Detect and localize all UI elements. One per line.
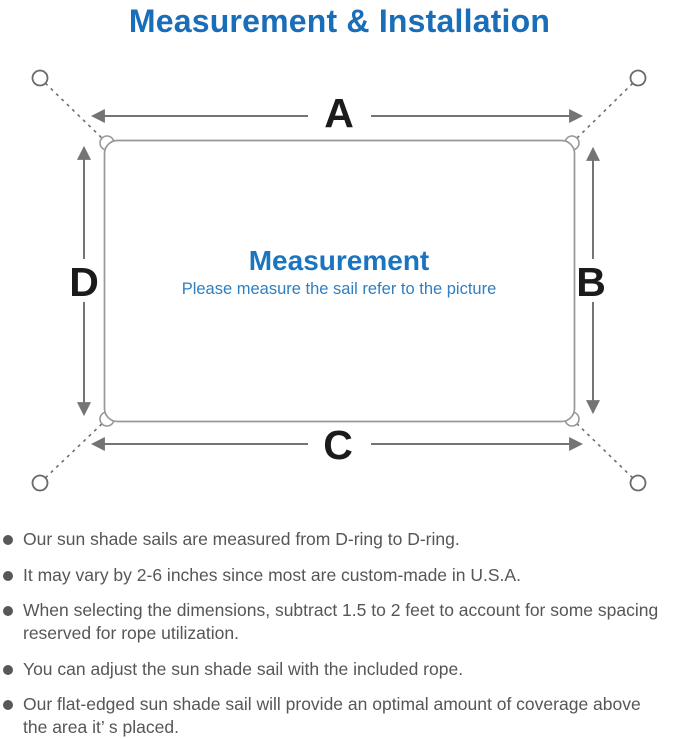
- rope-bottom-left: [39, 418, 108, 484]
- dimension-label-c: C: [323, 422, 353, 468]
- anchor-ring-icon: [629, 69, 647, 87]
- dimension-lines: [77, 109, 600, 451]
- rope-top-left: [39, 77, 108, 144]
- page-title: Measurement & Installation: [128, 3, 551, 39]
- rope-bottom-right: [571, 418, 639, 484]
- anchor-rings: [31, 69, 647, 492]
- bullet-dot-icon: [3, 606, 13, 616]
- dimension-label-a: A: [324, 90, 354, 136]
- anchor-ring-icon: [629, 474, 647, 492]
- diagram-center-subtitle: Please measure the sail refer to the pic…: [182, 280, 497, 298]
- note-text: It may vary by 2-6 inches since most are…: [23, 564, 521, 585]
- bullet-dot-icon: [3, 664, 13, 675]
- shade-sail-outline: [103, 139, 576, 423]
- note-text: Our flat-edged sun shade sail will provi…: [23, 694, 641, 737]
- anchor-ring-icon: [31, 69, 49, 87]
- rope-top-right: [571, 77, 639, 144]
- note-item: Our flat-edged sun shade sail will provi…: [3, 693, 675, 739]
- bullet-dot-icon: [3, 570, 13, 581]
- bullet-dot-icon: [3, 700, 13, 710]
- anchor-rope-dashed-lines: [39, 77, 639, 484]
- note-text: When selecting the dimensions, subtract …: [23, 600, 659, 643]
- dimension-label-b: B: [576, 259, 606, 305]
- note-text: You can adjust the sun shade sail with t…: [23, 658, 464, 679]
- note-text: Our sun shade sails are measured from D-…: [23, 529, 460, 549]
- note-item: When selecting the dimensions, subtract …: [3, 599, 675, 645]
- notes-list: Our sun shade sails are measured from D-…: [0, 528, 675, 739]
- bullet-dot-icon: [3, 535, 13, 545]
- note-item: It may vary by 2-6 inches since most are…: [3, 564, 675, 587]
- anchor-ring-icon: [31, 474, 49, 492]
- note-item: Our sun shade sails are measured from D-…: [3, 528, 675, 551]
- dimension-label-d: D: [69, 259, 99, 305]
- note-item: You can adjust the sun shade sail with t…: [3, 658, 675, 681]
- diagram-center-title: Measurement: [249, 245, 430, 276]
- measurement-diagram: A B C D Measurement Please measure the s…: [31, 69, 647, 492]
